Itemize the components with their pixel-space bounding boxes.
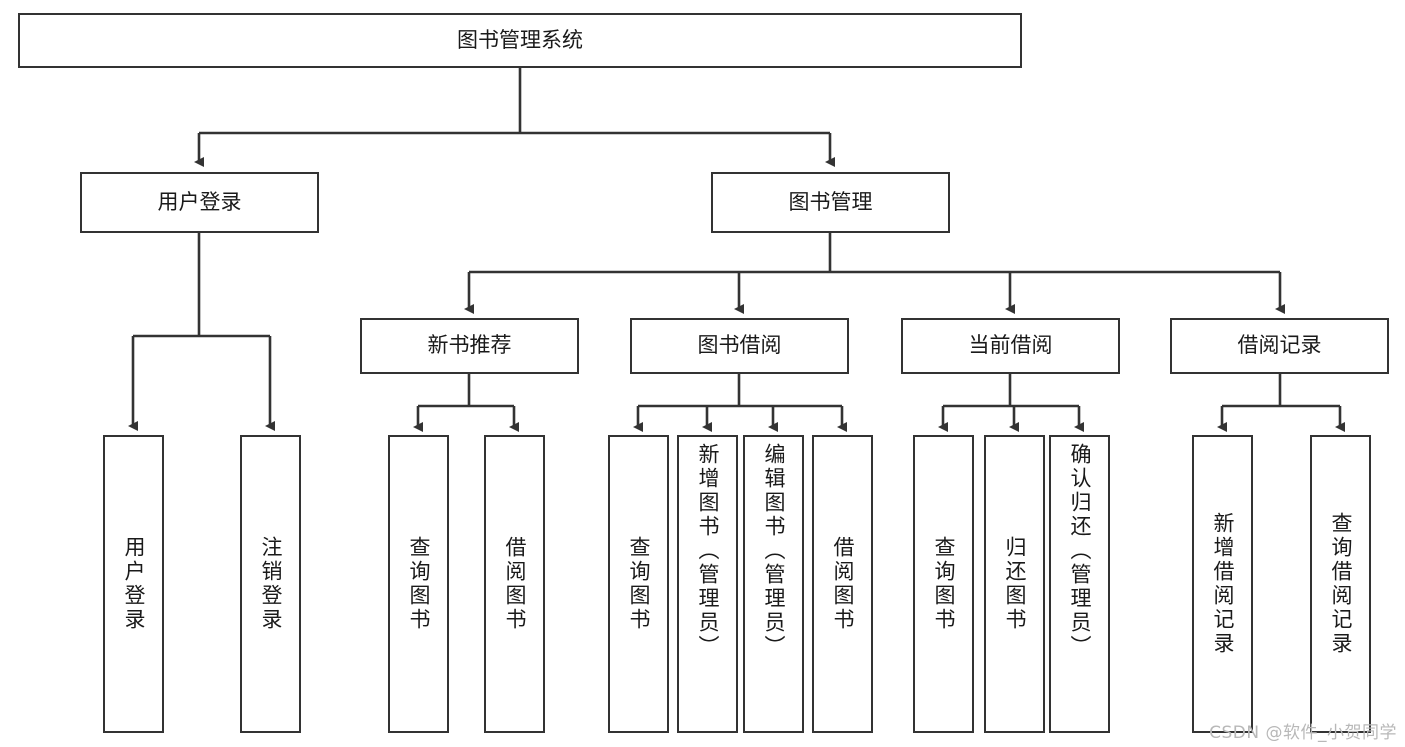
node-label: 借阅图书 [831,536,855,632]
node-label: 新增图书（管理员） [696,443,720,659]
node-current-borrow[interactable]: 当前借阅 [901,318,1120,374]
node-new-book-recommend[interactable]: 新书推荐 [360,318,579,374]
leaf-current-query-book[interactable]: 查询图书 [913,435,974,733]
leaf-user-login-login[interactable]: 用户登录 [103,435,164,733]
node-label: 图书管理 [788,189,873,214]
leaf-recommend-query-book[interactable]: 查询图书 [388,435,449,733]
node-label: 图书管理系统 [457,27,583,52]
csdn-watermark: CSDN @软件_小贺同学 [1209,723,1397,743]
node-label: 归还图书 [1003,536,1027,632]
node-borrow-record[interactable]: 借阅记录 [1170,318,1389,374]
node-label: 用户登录 [157,189,242,214]
node-label: 确认归还（管理员） [1068,443,1092,659]
leaf-borrow-query-book[interactable]: 查询图书 [608,435,669,733]
node-label: 查询借阅记录 [1329,512,1353,656]
leaf-borrow-edit-book-admin[interactable]: 编辑图书（管理员） [743,435,804,733]
node-book-management[interactable]: 图书管理 [711,172,950,233]
leaf-borrow-add-book-admin[interactable]: 新增图书（管理员） [677,435,738,733]
node-label: 借阅记录 [1237,333,1322,358]
node-label: 查询图书 [407,536,431,632]
node-label: 新书推荐 [427,333,512,358]
leaf-record-query-record[interactable]: 查询借阅记录 [1310,435,1371,733]
node-label: 编辑图书（管理员） [762,443,786,659]
node-label: 用户登录 [122,536,146,632]
node-label: 当前借阅 [968,333,1053,358]
leaf-record-add-record[interactable]: 新增借阅记录 [1192,435,1253,733]
leaf-current-return-book[interactable]: 归还图书 [984,435,1045,733]
leaf-current-confirm-return-admin[interactable]: 确认归还（管理员） [1049,435,1110,733]
node-label: 借阅图书 [503,536,527,632]
node-label: 注销登录 [259,536,283,632]
node-label: 查询图书 [932,536,956,632]
node-label: 新增借阅记录 [1211,512,1235,656]
node-label: 图书借阅 [697,333,782,358]
node-book-borrow[interactable]: 图书借阅 [630,318,849,374]
leaf-user-login-logout[interactable]: 注销登录 [240,435,301,733]
leaf-recommend-borrow-book[interactable]: 借阅图书 [484,435,545,733]
node-root-system[interactable]: 图书管理系统 [18,13,1022,68]
leaf-borrow-borrow-book[interactable]: 借阅图书 [812,435,873,733]
node-label: 查询图书 [627,536,651,632]
node-user-login[interactable]: 用户登录 [80,172,319,233]
